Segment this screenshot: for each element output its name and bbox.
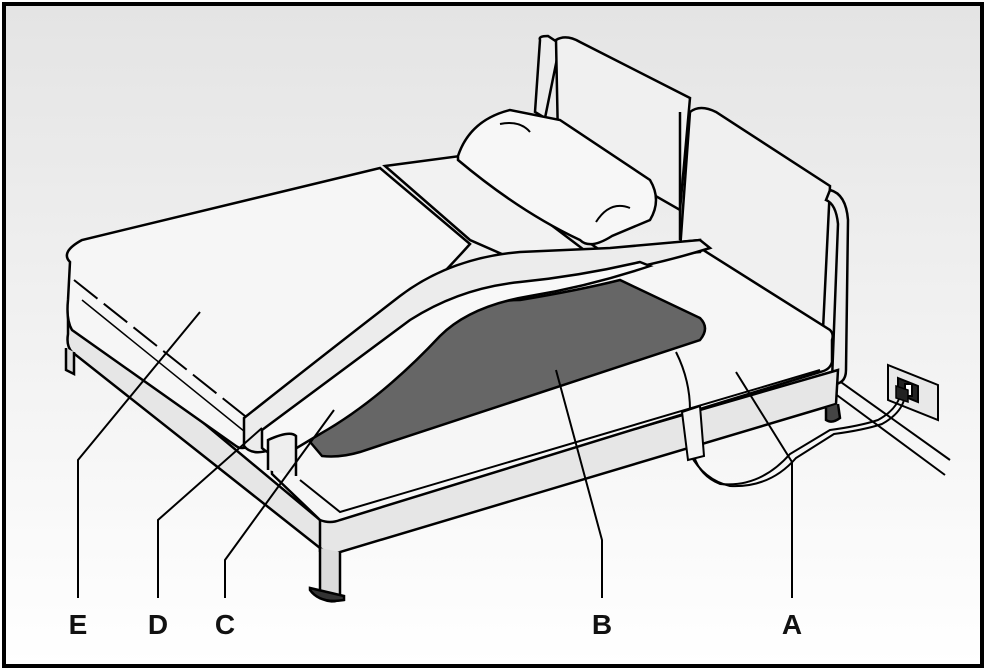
controller-icon	[680, 404, 706, 462]
leader-lines	[77, 311, 793, 598]
label-e: E	[69, 609, 88, 640]
headboard	[533, 34, 850, 386]
pillow-icon	[456, 108, 658, 246]
folded-layers	[242, 238, 713, 476]
bed-base	[64, 307, 842, 603]
wall-floor-lines	[829, 379, 951, 476]
controller-cable	[675, 351, 905, 488]
label-b: B	[592, 609, 612, 640]
label-a: A	[782, 609, 802, 640]
label-d: D	[148, 609, 168, 640]
fitted-sheet-c	[260, 260, 654, 456]
label-c: C	[215, 609, 235, 640]
plug-icon	[895, 384, 909, 404]
